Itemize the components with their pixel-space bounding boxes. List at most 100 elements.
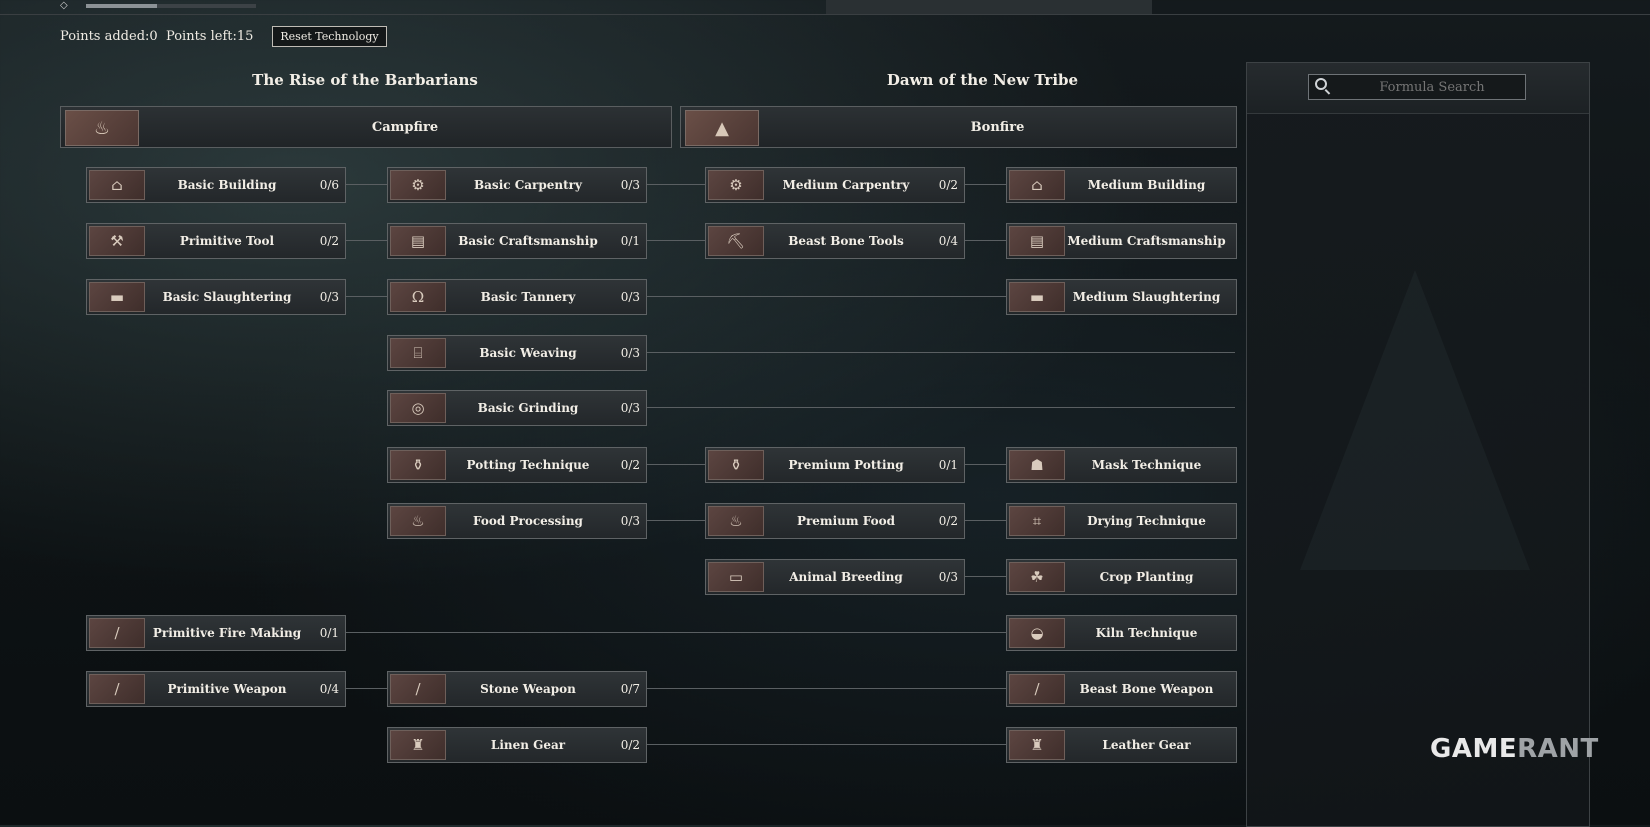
kiln-icon: ◒ (1009, 618, 1065, 648)
gamerant-watermark: GAMERANT (1430, 734, 1599, 764)
connector-line (344, 296, 387, 297)
tech-medium-carpentry[interactable]: ⚙ Medium Carpentry 0/2 (705, 167, 965, 203)
tech-label: Medium Slaughtering (1072, 290, 1221, 304)
root-campfire[interactable]: ♨ Campfire (60, 106, 672, 148)
tech-food-processing[interactable]: ♨ Food Processing 0/3 (387, 503, 647, 539)
watermark-part2: RANT (1517, 734, 1599, 764)
tech-basic-tannery[interactable]: Ω Basic Tannery 0/3 (387, 279, 647, 315)
connector-line (645, 464, 705, 465)
tech-potting-technique[interactable]: ⚱ Potting Technique 0/2 (387, 447, 647, 483)
tech-primitive-weapon[interactable]: / Primitive Weapon 0/4 (86, 671, 346, 707)
bone-spear-icon: / (1009, 674, 1065, 704)
craft-table-icon: ▤ (390, 226, 446, 256)
tech-basic-slaughtering[interactable]: ▬ Basic Slaughtering 0/3 (86, 279, 346, 315)
tech-linen-gear[interactable]: ♜ Linen Gear 0/2 (387, 727, 647, 763)
tech-premium-potting[interactable]: ⚱ Premium Potting 0/1 (705, 447, 965, 483)
connector-line (344, 688, 387, 689)
watermark-part1: GAME (1430, 734, 1518, 764)
seed-sack-icon: ☘ (1009, 562, 1065, 592)
tech-label: Crop Planting (1099, 570, 1194, 584)
tech-count: 0/1 (620, 234, 640, 248)
grindstone-icon: ◎ (390, 393, 446, 423)
reset-technology-button[interactable]: Reset Technology (272, 26, 387, 47)
tech-count: 0/2 (319, 234, 339, 248)
leather-armor-icon: ♜ (1009, 730, 1065, 760)
experience-progress-bar (86, 4, 256, 8)
butcher-table-icon: ▬ (89, 282, 145, 312)
tech-animal-breeding[interactable]: ▭ Animal Breeding 0/3 (705, 559, 965, 595)
emblem-icon: ◇ (60, 0, 68, 11)
era-title-barbarians: The Rise of the Barbarians (252, 71, 478, 89)
tech-count: 0/3 (620, 401, 640, 415)
tech-label: Basic Slaughtering (162, 290, 292, 304)
tech-drying-technique[interactable]: ⌗ Drying Technique (1006, 503, 1237, 539)
root-bonfire[interactable]: ▲ Bonfire (680, 106, 1237, 148)
connector-line (645, 407, 1235, 408)
tech-count: 0/3 (620, 178, 640, 192)
tech-count: 0/2 (620, 738, 640, 752)
tech-label: Premium Food (796, 514, 896, 528)
axe-icon: ⚒ (89, 226, 145, 256)
top-tab[interactable] (826, 0, 1152, 14)
tech-label: Stone Weapon (480, 682, 576, 696)
workbench-icon: ⌂ (1009, 170, 1065, 200)
connector-line (344, 184, 387, 185)
search-icon (1315, 78, 1327, 90)
tech-crop-planting[interactable]: ☘ Crop Planting (1006, 559, 1237, 595)
points-left: Points left:15 (166, 29, 254, 44)
tech-stone-weapon[interactable]: / Stone Weapon 0/7 (387, 671, 647, 707)
butcher-table-icon: ▬ (1009, 282, 1065, 312)
spear-icon: / (89, 674, 145, 704)
tech-label: Basic Grinding (477, 401, 579, 415)
tech-medium-slaughtering[interactable]: ▬ Medium Slaughtering (1006, 279, 1237, 315)
tech-label: Premium Potting (788, 458, 904, 472)
tech-count: 0/4 (938, 234, 958, 248)
tech-medium-craftsmanship[interactable]: ▤ Medium Craftsmanship (1006, 223, 1237, 259)
tech-label: Leather Gear (1102, 738, 1191, 752)
tech-label: Medium Building (1087, 178, 1206, 192)
tech-basic-carpentry[interactable]: ⚙ Basic Carpentry 0/3 (387, 167, 647, 203)
tech-count: 0/3 (319, 290, 339, 304)
workbench-icon: ⌂ (89, 170, 145, 200)
hide-rack-icon: Ω (390, 282, 446, 312)
tech-label: Medium Craftsmanship (1067, 234, 1226, 248)
connector-line (963, 184, 1006, 185)
tech-label: Basic Craftsmanship (458, 234, 598, 248)
tech-count: 0/2 (620, 458, 640, 472)
tech-mask-technique[interactable]: ☗ Mask Technique (1006, 447, 1237, 483)
connector-line (963, 576, 1006, 577)
tech-label: Primitive Fire Making (152, 626, 302, 640)
tech-basic-weaving[interactable]: ⌸ Basic Weaving 0/3 (387, 335, 647, 371)
tech-beast-bone-weapon[interactable]: / Beast Bone Weapon (1006, 671, 1237, 707)
tech-label: Primitive Tool (179, 234, 275, 248)
tech-label: Basic Carpentry (474, 178, 582, 192)
formula-search-input[interactable] (1308, 74, 1526, 100)
tech-premium-food[interactable]: ♨ Premium Food 0/2 (705, 503, 965, 539)
feeding-trough-icon: ▭ (708, 562, 764, 592)
tech-label: Drying Technique (1087, 514, 1206, 528)
tech-label: Mask Technique (1091, 458, 1202, 472)
carpentry-bench-icon: ⚙ (390, 170, 446, 200)
tech-count: 0/2 (938, 178, 958, 192)
tech-kiln-technique[interactable]: ◒ Kiln Technique (1006, 615, 1237, 651)
tech-primitive-fire-making[interactable]: / Primitive Fire Making 0/1 (86, 615, 346, 651)
connector-line (645, 688, 1006, 689)
root-label: Campfire (371, 119, 439, 135)
tech-count: 0/2 (938, 514, 958, 528)
connector-line (344, 632, 1006, 633)
mask-bench-icon: ☗ (1009, 450, 1065, 480)
progress-fill (86, 4, 158, 8)
tech-basic-grinding[interactable]: ◎ Basic Grinding 0/3 (387, 390, 647, 426)
tech-basic-craftsmanship[interactable]: ▤ Basic Craftsmanship 0/1 (387, 223, 647, 259)
tech-leather-gear[interactable]: ♜ Leather Gear (1006, 727, 1237, 763)
tech-count: 0/3 (620, 346, 640, 360)
tech-label: Animal Breeding (789, 570, 903, 584)
tech-medium-building[interactable]: ⌂ Medium Building (1006, 167, 1237, 203)
tech-beast-bone-tools[interactable]: ⛏ Beast Bone Tools 0/4 (705, 223, 965, 259)
tech-count: 0/7 (620, 682, 640, 696)
tech-primitive-tool[interactable]: ⚒ Primitive Tool 0/2 (86, 223, 346, 259)
tech-label: Beast Bone Tools (788, 234, 904, 248)
tech-basic-building[interactable]: ⌂ Basic Building 0/6 (86, 167, 346, 203)
root-label: Bonfire (970, 119, 1025, 135)
connector-line (645, 352, 1235, 353)
